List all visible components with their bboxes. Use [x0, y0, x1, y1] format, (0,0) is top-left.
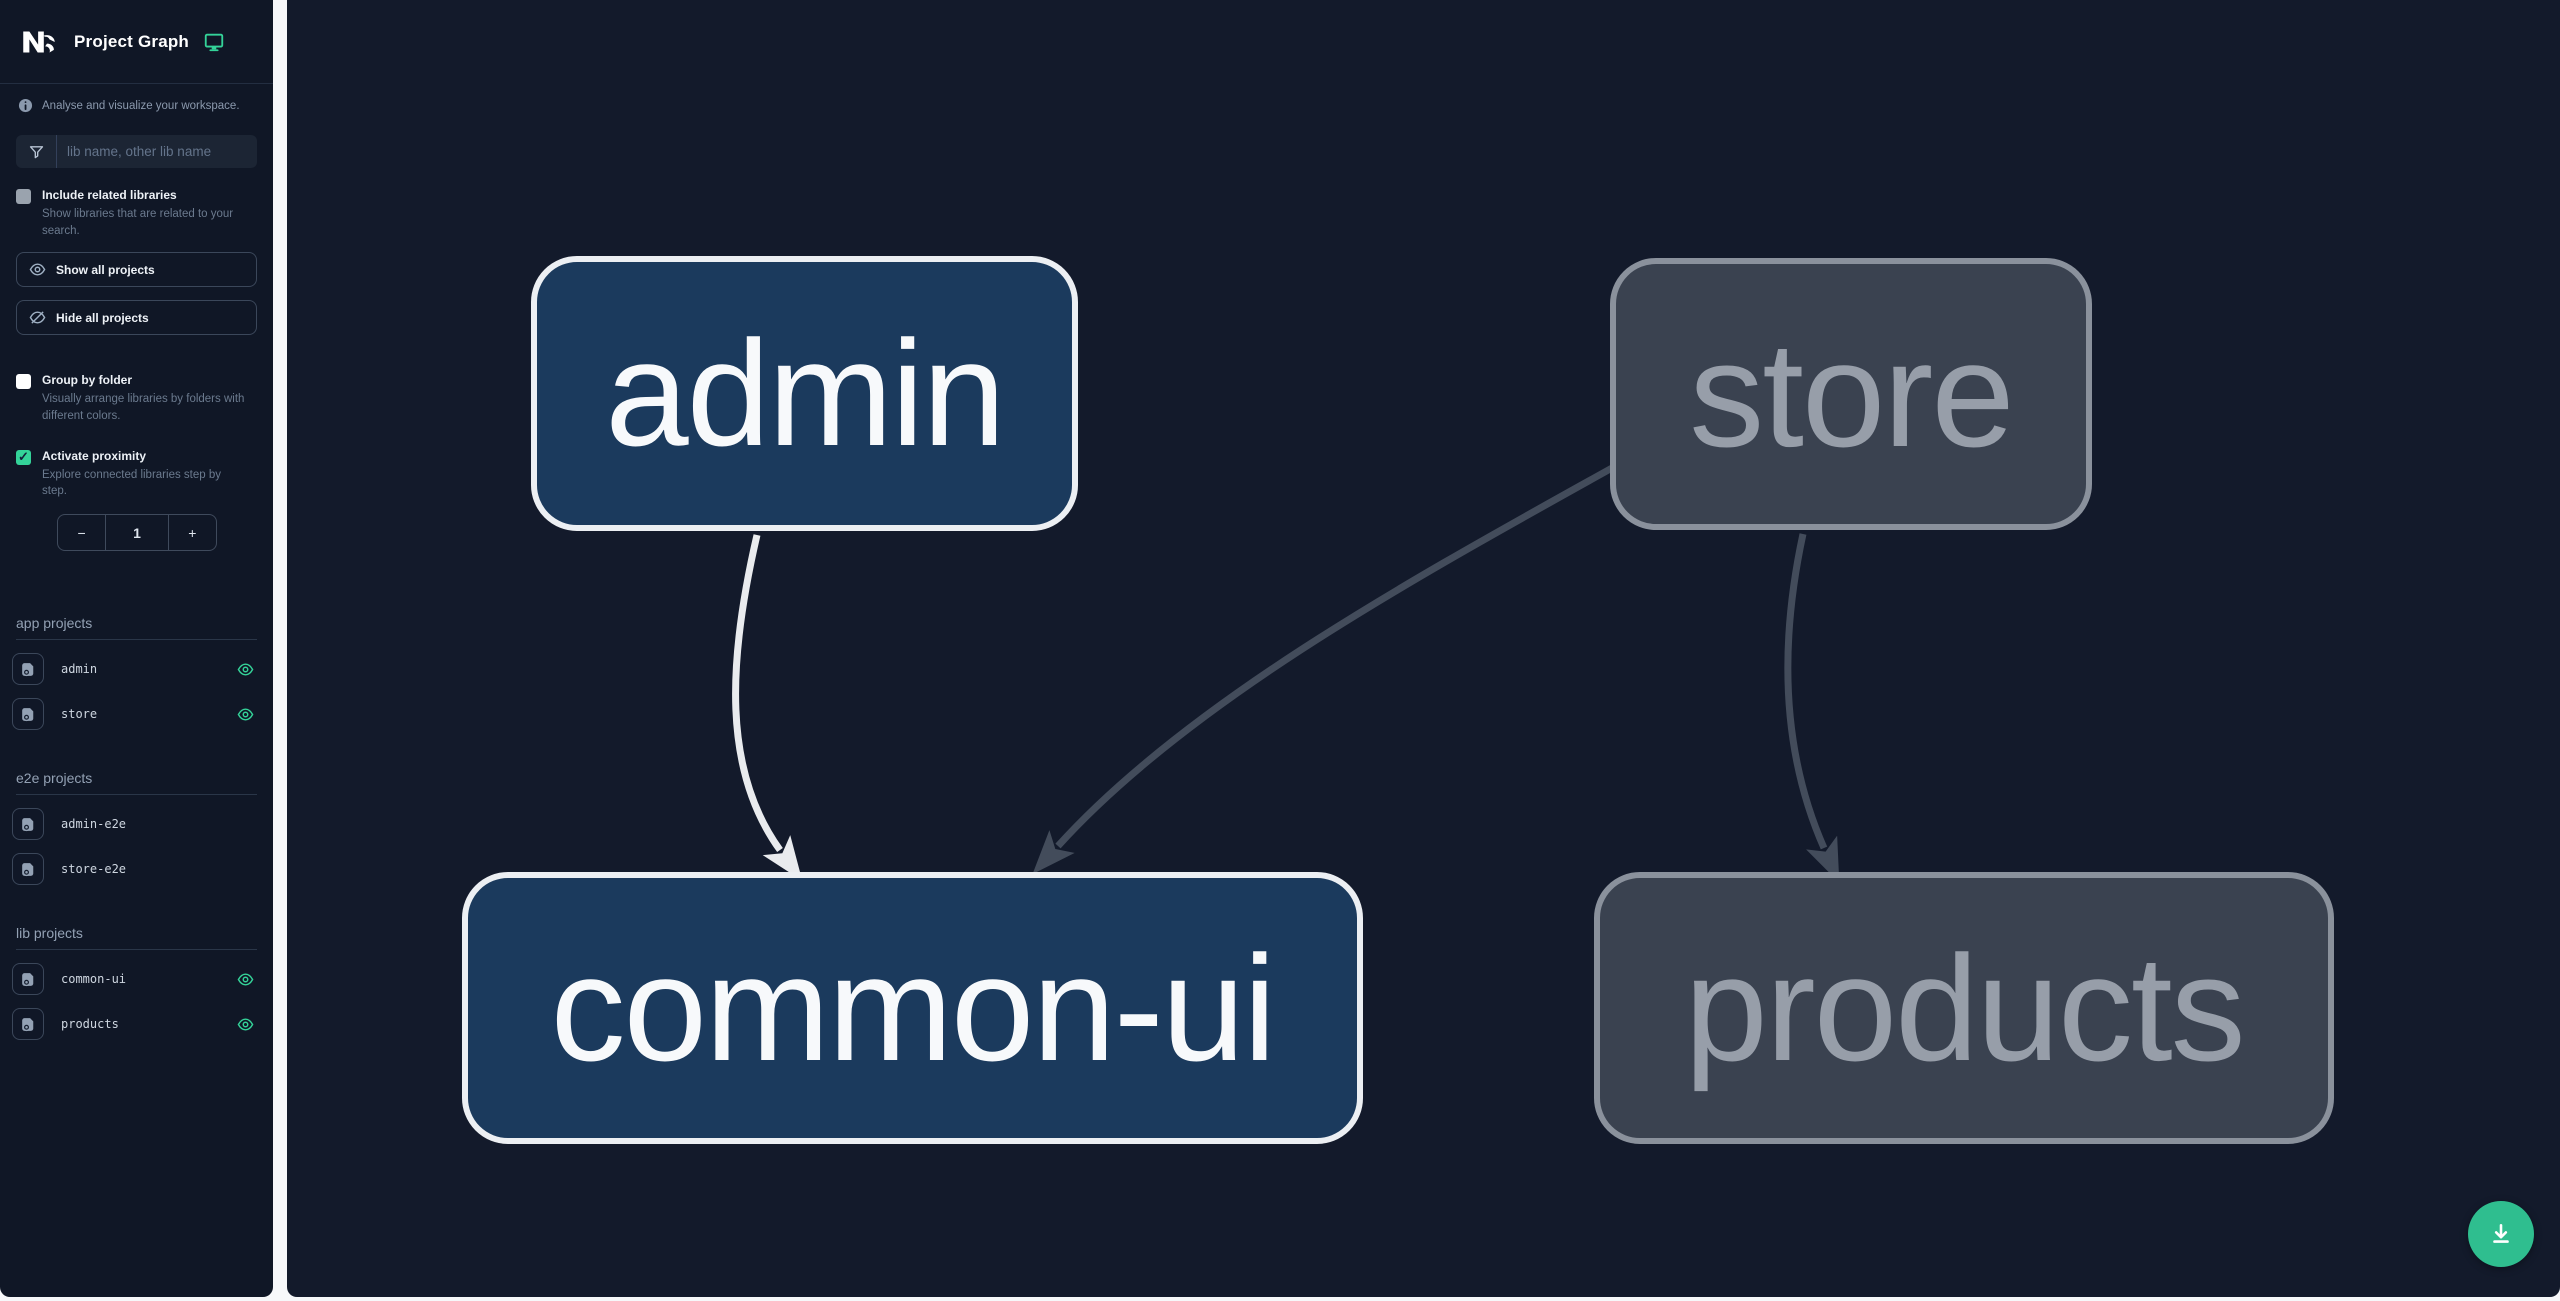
include-related-checkbox[interactable] — [16, 189, 31, 204]
activate-proximity-checkbox[interactable] — [16, 449, 31, 465]
project-focus-button[interactable] — [12, 853, 44, 886]
project-row-common-ui: common-ui — [12, 963, 257, 996]
project-section-lib: lib projects common-ui products — [12, 925, 257, 1041]
workspace-tagline: Analyse and visualize your workspace. — [0, 84, 273, 113]
activate-proximity-description: Explore connected libraries step by step… — [42, 468, 221, 498]
project-row-admin: admin — [12, 653, 257, 686]
download-graph-button[interactable] — [2468, 1201, 2534, 1267]
project-focus-button[interactable] — [12, 1008, 44, 1041]
project-name: common-ui — [61, 972, 127, 987]
graph-node-store[interactable]: store — [1610, 258, 2092, 530]
graph-canvas[interactable]: admin store common-ui products — [287, 0, 2560, 1297]
sidebar: Project Graph Analyse and visualize your… — [0, 0, 273, 1297]
project-name: store-e2e — [61, 862, 127, 877]
graph-node-label: products — [1684, 923, 2245, 1092]
graph-edge-admin-to-common-ui[interactable] — [732, 534, 803, 881]
section-title: app projects — [16, 615, 257, 641]
project-focus-button[interactable] — [12, 963, 44, 996]
project-visibility-eye-icon[interactable] — [235, 661, 255, 678]
include-related-option: Include related libraries Show libraries… — [16, 188, 257, 239]
include-related-description: Show libraries that are related to your … — [42, 208, 234, 237]
project-visibility-eye-icon[interactable] — [235, 1016, 255, 1033]
group-by-folder-label: Group by folder — [42, 373, 132, 388]
project-name: products — [61, 1017, 119, 1032]
project-row-admin-e2e: admin-e2e — [12, 808, 257, 841]
eye-icon — [29, 263, 46, 276]
project-name: admin-e2e — [61, 817, 127, 832]
graph-node-products[interactable]: products — [1594, 872, 2334, 1144]
sidebar-resizer[interactable] — [273, 0, 287, 1301]
activate-proximity-option: Activate proximity Explore connected lib… — [16, 449, 257, 500]
graph-edges — [732, 464, 1840, 883]
graph-node-admin[interactable]: admin — [531, 256, 1078, 531]
project-visibility-eye-icon[interactable] — [235, 971, 255, 988]
project-row-products: products — [12, 1008, 257, 1041]
graph-edge-store-to-common-ui[interactable] — [1032, 464, 1614, 875]
proximity-increment-button[interactable]: + — [188, 524, 197, 541]
monitor-icon — [203, 31, 225, 53]
app-title: Project Graph — [74, 31, 190, 51]
proximity-value[interactable]: 1 — [105, 515, 169, 551]
project-row-store: store — [12, 698, 257, 731]
activate-proximity-label: Activate proximity — [42, 448, 147, 463]
section-title: lib projects — [16, 925, 257, 951]
project-name: admin — [61, 662, 98, 677]
project-sections: app projects admin store e2e projects ad… — [0, 615, 273, 1041]
proximity-stepper: − 1 + — [57, 514, 217, 552]
hide-all-projects-button[interactable]: Hide all projects — [16, 300, 257, 336]
graph-node-label: common-ui — [550, 923, 1277, 1092]
project-focus-button[interactable] — [12, 653, 44, 686]
graph-node-label: admin — [605, 309, 1006, 477]
project-section-app: app projects admin store — [12, 615, 257, 731]
graph-edge-store-to-products[interactable] — [1784, 533, 1840, 883]
download-icon — [2493, 1224, 2509, 1243]
graph-node-common-ui[interactable]: common-ui — [462, 872, 1363, 1144]
group-by-folder-option: Group by folder Visually arrange librari… — [16, 373, 257, 424]
project-name: store — [61, 707, 98, 722]
project-visibility-eye-icon[interactable] — [235, 706, 255, 723]
project-focus-button[interactable] — [12, 698, 44, 731]
filter-icon — [16, 135, 57, 168]
eye-off-icon — [29, 311, 46, 325]
graph-node-label: store — [1689, 309, 2014, 478]
info-icon — [18, 98, 33, 113]
project-row-store-e2e: store-e2e — [12, 853, 257, 886]
group-by-folder-description: Visually arrange libraries by folders wi… — [42, 393, 245, 423]
project-focus-button[interactable] — [12, 808, 44, 841]
show-all-projects-button[interactable]: Show all projects — [16, 252, 257, 288]
include-related-label: Include related libraries — [42, 188, 177, 202]
search-input[interactable] — [57, 144, 257, 159]
proximity-decrement-button[interactable]: − — [77, 524, 86, 541]
section-title: e2e projects — [16, 770, 257, 796]
sidebar-header: Project Graph — [0, 0, 273, 84]
project-section-e2e: e2e projects admin-e2e store-e2e — [12, 770, 257, 886]
project-search — [16, 135, 257, 168]
group-by-folder-checkbox[interactable] — [16, 374, 31, 390]
nx-logo-icon — [23, 31, 55, 52]
